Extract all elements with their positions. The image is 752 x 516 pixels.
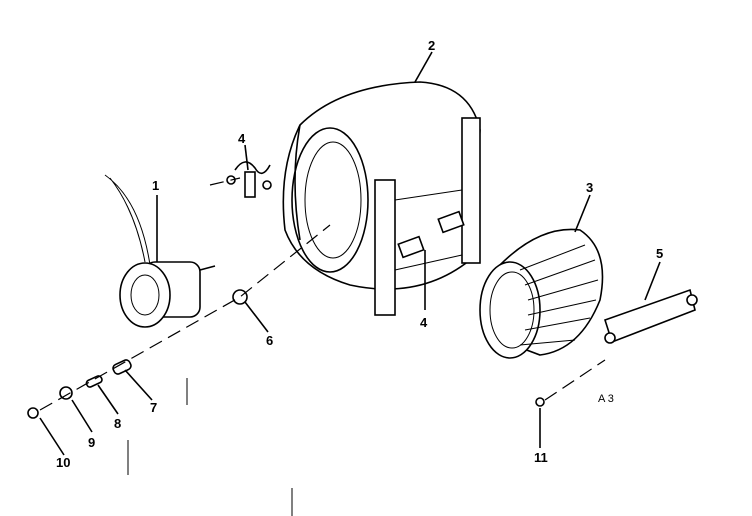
pin-8 <box>85 375 103 388</box>
callout-10: 10 <box>56 455 70 470</box>
callout-4-bracket: 4 <box>238 131 246 146</box>
screw-10 <box>27 407 39 419</box>
blower-wheel <box>479 228 604 359</box>
cutoff-plate <box>604 288 698 344</box>
assembly-centerline <box>39 224 331 411</box>
callout-4-mount: 4 <box>420 315 428 330</box>
callout-5: 5 <box>656 246 663 261</box>
washer-6 <box>232 289 248 305</box>
callout-6: 6 <box>266 333 273 348</box>
screw-11 <box>535 397 545 407</box>
figure-code: A 3 <box>598 393 614 405</box>
bushing-7 <box>112 359 132 375</box>
callout-7: 7 <box>150 400 157 415</box>
callout-2: 2 <box>428 38 435 53</box>
callout-3: 3 <box>586 180 593 195</box>
washer-9 <box>59 386 73 400</box>
callout-9: 9 <box>88 435 95 450</box>
callout-8: 8 <box>114 416 121 431</box>
callout-1: 1 <box>152 178 159 193</box>
blower-housing <box>282 81 481 316</box>
callout-11: 11 <box>534 450 548 465</box>
leader-lines <box>39 51 661 456</box>
motor <box>104 174 216 328</box>
